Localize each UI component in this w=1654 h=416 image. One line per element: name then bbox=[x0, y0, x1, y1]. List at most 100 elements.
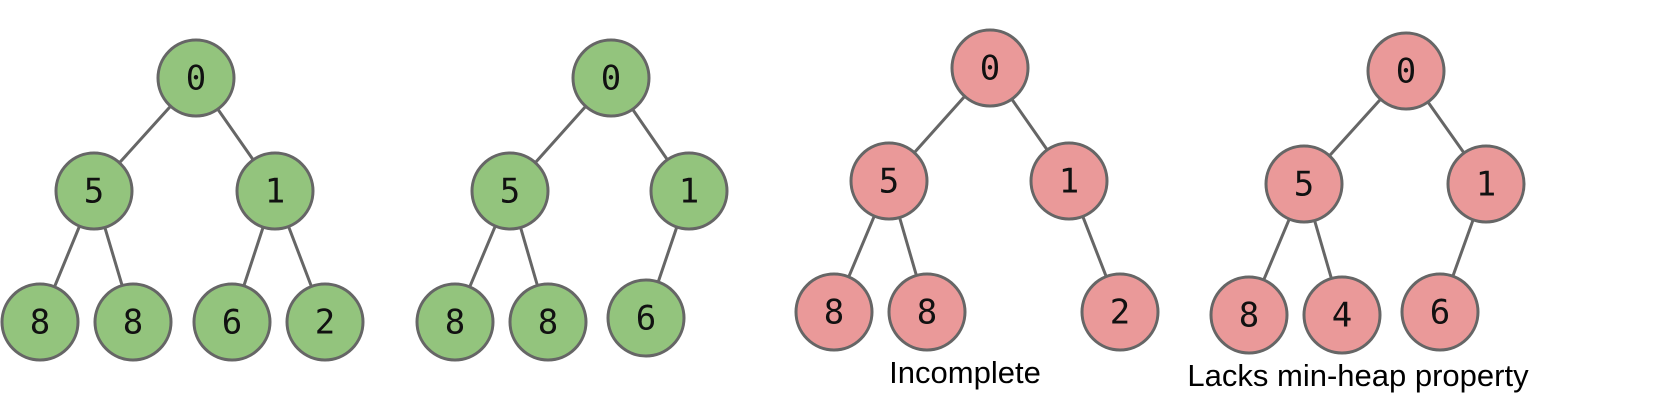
heap-node-circle bbox=[415, 282, 495, 362]
heap-node-circle bbox=[571, 38, 651, 118]
heap-node-circle bbox=[235, 151, 315, 231]
heap-node-value: 6 bbox=[636, 299, 656, 339]
tree-edge bbox=[656, 225, 679, 284]
heap-node: 5 bbox=[1264, 144, 1344, 224]
tree-edge bbox=[1451, 218, 1475, 278]
tree-valid-incomplete-last-level: 0 5 1 8 8 6 bbox=[415, 38, 729, 362]
heap-node-circle bbox=[192, 282, 272, 362]
heap-node-circle bbox=[849, 141, 929, 221]
heap-node-value: 0 bbox=[601, 59, 621, 99]
heap-node: 1 bbox=[1029, 141, 1109, 221]
heap-node: 4 bbox=[1302, 275, 1382, 355]
tree-edge bbox=[287, 225, 313, 288]
heap-node-circle bbox=[1029, 141, 1109, 221]
tree-edge bbox=[1010, 97, 1049, 152]
heap-node-value: 1 bbox=[679, 172, 699, 212]
heap-node-circle bbox=[606, 278, 686, 358]
heap-node-circle bbox=[1302, 275, 1382, 355]
heap-node-circle bbox=[470, 151, 550, 231]
heap-node-circle bbox=[887, 272, 967, 352]
heap-node-value: 2 bbox=[315, 303, 335, 343]
heap-node: 1 bbox=[649, 151, 729, 231]
heap-node-value: 0 bbox=[186, 59, 206, 99]
heap-node-value: 8 bbox=[824, 293, 844, 333]
tree-edge bbox=[468, 224, 497, 289]
tree-edge bbox=[242, 225, 265, 288]
heap-node-value: 8 bbox=[123, 303, 143, 343]
heap-node-value: 6 bbox=[1430, 293, 1450, 333]
tree-edge bbox=[103, 225, 124, 288]
heap-node: 0 bbox=[571, 38, 651, 118]
tree-edge bbox=[117, 104, 173, 165]
heap-node: 6 bbox=[606, 278, 686, 358]
heap-node: 2 bbox=[1080, 272, 1160, 352]
heap-node-circle bbox=[93, 282, 173, 362]
heap-node-circle bbox=[508, 282, 588, 362]
tree-edge bbox=[52, 224, 82, 289]
heap-node-circle bbox=[1264, 144, 1344, 224]
heap-node-value: 8 bbox=[1239, 296, 1259, 336]
heap-node: 5 bbox=[849, 141, 929, 221]
heap-node-value: 8 bbox=[538, 303, 558, 343]
tree-edge bbox=[912, 94, 967, 155]
heap-node-circle bbox=[1366, 31, 1446, 111]
heap-node: 8 bbox=[415, 282, 495, 362]
heap-node-value: 5 bbox=[879, 162, 899, 202]
tree-caption: Incomplete bbox=[889, 355, 1041, 390]
heap-node-value: 0 bbox=[980, 49, 1000, 89]
tree-edge bbox=[1081, 214, 1108, 279]
tree-edge bbox=[1426, 100, 1466, 155]
heap-node: 8 bbox=[0, 282, 80, 362]
heap-node: 8 bbox=[887, 272, 967, 352]
heap-node-circle bbox=[1209, 275, 1289, 355]
heap-node-circle bbox=[649, 151, 729, 231]
tree-edge bbox=[519, 225, 539, 288]
heap-node: 8 bbox=[93, 282, 173, 362]
heap-node: 0 bbox=[1366, 31, 1446, 111]
tree-edge bbox=[533, 104, 588, 165]
heap-node-value: 1 bbox=[1476, 165, 1496, 205]
heap-node: 1 bbox=[1446, 144, 1526, 224]
heap-node: 0 bbox=[950, 28, 1030, 108]
heap-node: 2 bbox=[285, 282, 365, 362]
heap-node-value: 8 bbox=[917, 293, 937, 333]
heap-node: 1 bbox=[235, 151, 315, 231]
tree-edge bbox=[1313, 218, 1333, 281]
heap-node: 8 bbox=[794, 272, 874, 352]
tree-edge bbox=[216, 107, 255, 162]
tree-edge bbox=[1262, 217, 1291, 282]
tree-edge bbox=[631, 107, 669, 162]
tree-edge bbox=[1327, 97, 1383, 158]
heap-node-value: 1 bbox=[265, 172, 285, 212]
heap-node-circle bbox=[1446, 144, 1526, 224]
heap-node-value: 8 bbox=[445, 303, 465, 343]
heap-node-circle bbox=[950, 28, 1030, 108]
heap-node-value: 2 bbox=[1110, 293, 1130, 333]
heap-node-circle bbox=[156, 38, 236, 118]
heap-node-circle bbox=[0, 282, 80, 362]
heap-node: 5 bbox=[470, 151, 550, 231]
heap-node-value: 6 bbox=[222, 303, 242, 343]
tree-valid-complete: 0 5 1 8 8 6 2 bbox=[0, 38, 365, 362]
heap-node-value: 5 bbox=[1294, 165, 1314, 205]
heap-node-value: 5 bbox=[84, 172, 104, 212]
heap-node-circle bbox=[1400, 272, 1480, 352]
heap-node: 8 bbox=[1209, 275, 1289, 355]
heap-node: 8 bbox=[508, 282, 588, 362]
tree-edge bbox=[847, 214, 876, 279]
heap-node: 0 bbox=[156, 38, 236, 118]
heap-node-value: 0 bbox=[1396, 52, 1416, 92]
heap-node-circle bbox=[54, 151, 134, 231]
heap-node-value: 5 bbox=[500, 172, 520, 212]
tree-caption: Lacks min-heap property bbox=[1187, 358, 1529, 393]
heap-node: 5 bbox=[54, 151, 134, 231]
heap-node-circle bbox=[1080, 272, 1160, 352]
heap-node-value: 4 bbox=[1332, 296, 1352, 336]
heap-node-value: 8 bbox=[30, 303, 50, 343]
heap-node: 6 bbox=[192, 282, 272, 362]
heap-node-circle bbox=[794, 272, 874, 352]
heap-node-value: 1 bbox=[1059, 162, 1079, 202]
